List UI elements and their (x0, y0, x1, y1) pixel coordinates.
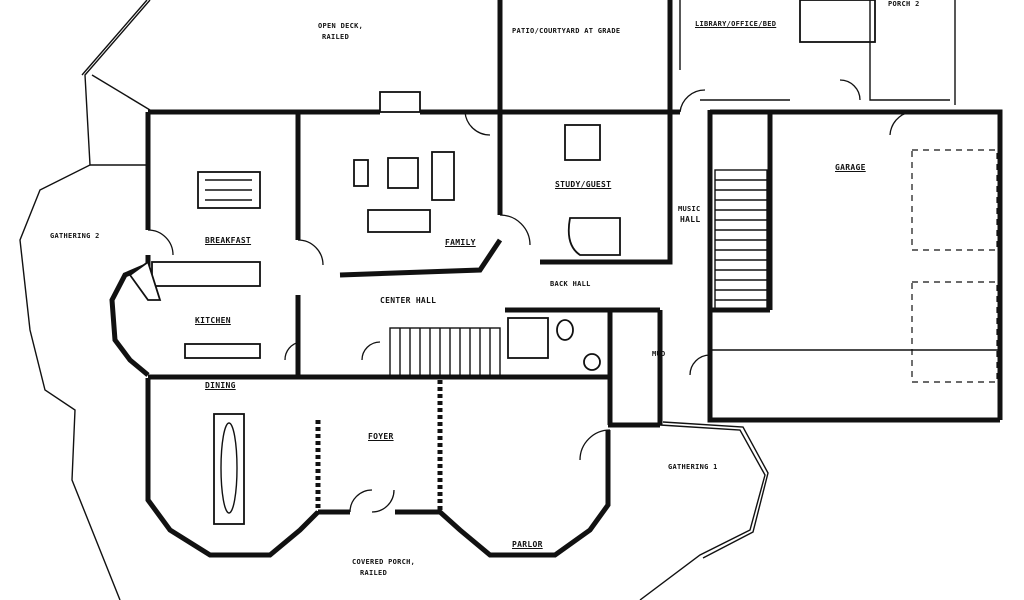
music-label: MUSIC (678, 205, 701, 213)
gathering-1-label: GATHERING 1 (668, 463, 718, 471)
open-deck-label: OPEN DECK, (318, 22, 364, 30)
kitchen-label: KITCHEN (195, 316, 231, 325)
upper-structures (679, 0, 956, 105)
exterior-walls (109, 0, 1003, 558)
library-label: LIBRARY/OFFICE/BED (695, 20, 777, 28)
back-hall-label: BACK HALL (550, 280, 591, 288)
breakfast-label: BREAKFAST (205, 236, 252, 245)
hall-label: HALL (680, 215, 701, 224)
porch-2-label: PORCH 2 (888, 0, 920, 8)
gathering-2-label: GATHERING 2 (50, 232, 100, 240)
open-deck-railed-label: RAILED (322, 33, 350, 41)
mud-label: MUD (652, 350, 666, 358)
furniture (128, 0, 876, 525)
garage-stair (714, 169, 768, 311)
parlor-label: PARLOR (512, 540, 543, 549)
center-stair (389, 327, 501, 377)
covered-porch-label: COVERED PORCH, (352, 558, 416, 566)
foyer-label: FOYER (368, 432, 394, 441)
center-hall-label: CENTER HALL (380, 296, 437, 305)
garage-parking (712, 149, 1000, 383)
doors (147, 79, 911, 513)
gathering-1-deck (639, 421, 769, 600)
study-label: STUDY/GUEST (555, 180, 612, 189)
dining-label: DINING (205, 381, 236, 390)
patio-label: PATIO/COURTYARD AT GRADE (512, 27, 621, 35)
garage-label: GARAGE (835, 163, 866, 172)
family-label: FAMILY (445, 238, 476, 247)
deck-perimeter (19, 0, 151, 600)
covered-porch-railed-label: RAILED (360, 569, 388, 577)
